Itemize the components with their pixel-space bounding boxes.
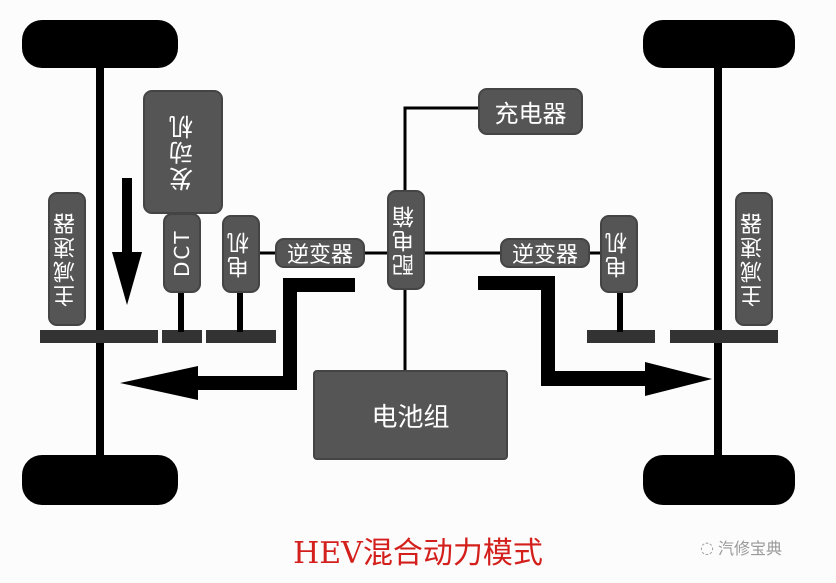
watermark: ◌汽修宝典 [700, 535, 782, 559]
inverter-right-box: 逆变器 [500, 238, 590, 268]
diagram-title: HEV混合动力模式 [293, 536, 543, 571]
axle-left [96, 40, 104, 480]
shaft-right-1 [587, 330, 655, 343]
engine-box: 发动机 [143, 90, 223, 214]
distribution-box: 配电箱 [387, 190, 425, 290]
motor-right-label: 电机 [606, 230, 631, 278]
battery-box: 电池组 [313, 370, 508, 460]
power-flow-arrows [112, 178, 712, 400]
dct-box: DCT [163, 213, 201, 293]
watermark-text: 汽修宝典 [717, 539, 782, 558]
final-drive-left: 主减速器 [48, 192, 86, 326]
final-drive-left-label: 主减速器 [54, 211, 79, 307]
motor-right-box: 电机 [600, 215, 638, 293]
wires [258, 106, 603, 372]
final-drive-right: 主减速器 [735, 192, 773, 326]
charger-label: 充电器 [494, 100, 567, 128]
engine-label: 发动机 [169, 113, 198, 191]
shaft-left-3 [206, 330, 276, 343]
shaft-left-2 [162, 330, 202, 343]
motor-left-label: 电机 [228, 230, 253, 278]
shaft-right-2 [670, 330, 778, 343]
wechat-icon: ◌ [700, 537, 714, 557]
dct-label: DCT [170, 229, 194, 277]
inverter-right-label: 逆变器 [511, 243, 578, 268]
charger-box: 充电器 [478, 88, 583, 135]
distribution-box-label: 配电箱 [393, 204, 418, 276]
axle-right [714, 40, 722, 480]
battery-label: 电池组 [371, 402, 450, 433]
shaft-left-1 [40, 330, 158, 343]
inverter-left-box: 逆变器 [275, 238, 365, 268]
final-drive-right-label: 主减速器 [741, 211, 766, 307]
inverter-left-label: 逆变器 [286, 243, 353, 268]
motor-left-box: 电机 [222, 215, 260, 293]
